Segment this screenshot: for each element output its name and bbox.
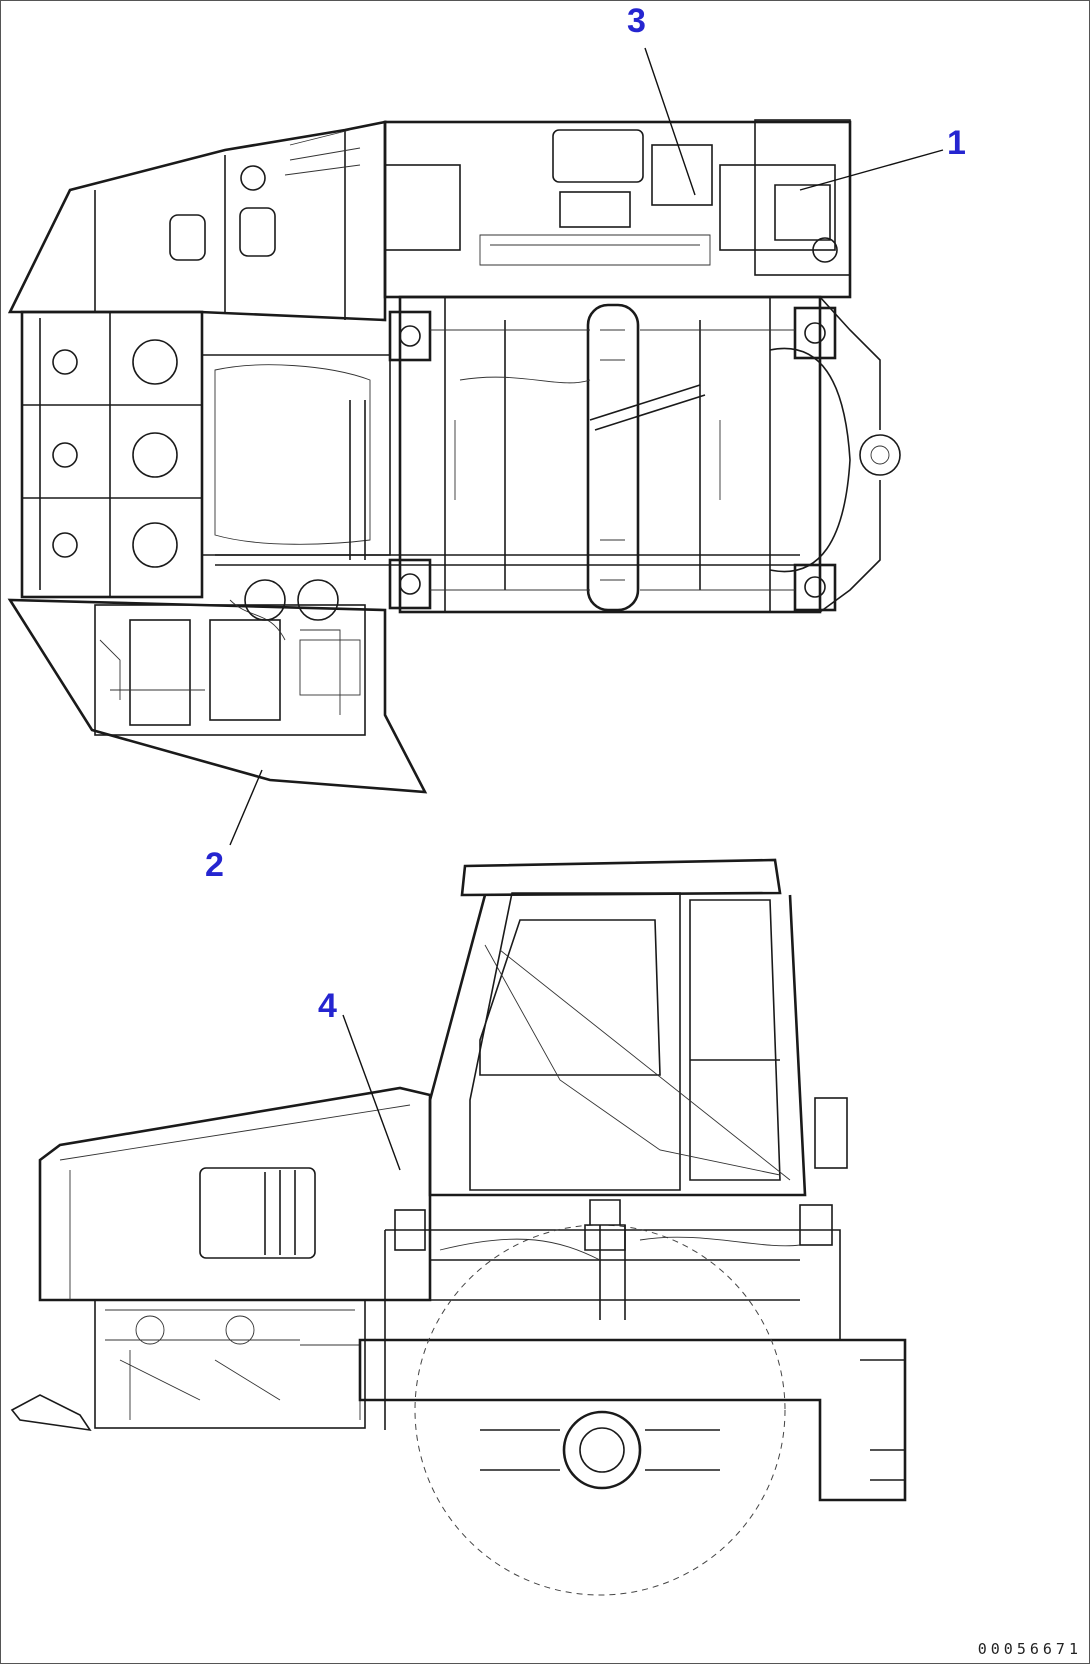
- rear-pull-hitch: [860, 1339, 905, 1481]
- rear-hitch: [859, 434, 901, 476]
- front-bumper-side: [10, 1394, 92, 1432]
- axle-hub: [562, 1410, 642, 1490]
- cab-strut: [484, 944, 791, 1181]
- deck-grille: [774, 184, 831, 241]
- radiator-core-1: [132, 339, 178, 385]
- motor-rear-left: [388, 558, 432, 610]
- deck-step: [384, 164, 461, 251]
- side-main-frame: [358, 1338, 907, 1502]
- callout-1: 1: [947, 124, 966, 162]
- hood-vent-left: [169, 214, 206, 261]
- battery-1: [129, 619, 191, 726]
- deck-box: [719, 164, 836, 251]
- callout-2: 2: [205, 846, 224, 884]
- side-upper-frame: [384, 1229, 841, 1430]
- rear-hitch-pin: [870, 445, 890, 465]
- deck-seat: [552, 129, 644, 183]
- deck-rail: [479, 234, 711, 266]
- battery-2: [209, 619, 281, 721]
- hydraulic-lines: [430, 329, 795, 591]
- engine-compartment: [94, 604, 366, 736]
- engine-part: [299, 639, 361, 696]
- radiator-core-6: [52, 532, 78, 558]
- side-hood: [38, 1086, 432, 1302]
- front-bumper: [7, 598, 428, 794]
- hood-vent-right: [239, 207, 276, 257]
- side-hood-lines: [59, 1104, 411, 1300]
- side-view: [10, 858, 907, 1596]
- center-frame-outline: [202, 354, 391, 556]
- side-motor: [584, 1199, 626, 1251]
- cab-frame: [428, 894, 807, 1197]
- hood-brace: [284, 129, 361, 176]
- deck-cap: [812, 237, 838, 263]
- motor-hub-3: [804, 322, 826, 344]
- side-hood-vent: [199, 1167, 316, 1259]
- leader-3: [644, 47, 696, 196]
- leader-4: [342, 1014, 401, 1171]
- hood-panel: [94, 130, 346, 320]
- drive-shaft: [215, 400, 800, 566]
- mirror: [814, 1097, 848, 1169]
- radiator-core-3: [132, 522, 178, 568]
- motor-rear-right: [793, 563, 837, 612]
- axle-hub-inner: [579, 1427, 625, 1473]
- radiator-core-4: [52, 349, 78, 375]
- pulley-2: [297, 579, 339, 621]
- side-motor-rear: [799, 1204, 833, 1246]
- rear-frame-rails: [444, 297, 771, 612]
- side-engine-part-1: [135, 1315, 165, 1345]
- leader-1: [799, 149, 944, 191]
- drive-chain: [586, 303, 640, 612]
- drive-chain-links: [600, 329, 625, 581]
- document-id: 00056671: [977, 1640, 1082, 1658]
- pulley-1: [244, 579, 286, 621]
- radiator-core-2: [132, 432, 178, 478]
- motor-hub-4: [804, 576, 826, 598]
- side-engine-bay: [94, 1299, 366, 1429]
- center-frame-detail: [214, 364, 371, 545]
- cab-door: [469, 892, 681, 1191]
- motor-hub-1: [399, 325, 421, 347]
- side-hood-louvers: [264, 1170, 296, 1255]
- side-hoses: [439, 1236, 801, 1261]
- rear-frame: [398, 295, 822, 614]
- radiator-divisions: [22, 312, 202, 597]
- operator-deck: [383, 120, 852, 299]
- side-subframe: [430, 1225, 800, 1320]
- motor-front-right: [793, 306, 837, 360]
- arm-link: [589, 384, 706, 431]
- cab-roof: [460, 858, 782, 897]
- rear-axle-housing: [769, 347, 851, 573]
- side-motor-front: [394, 1209, 426, 1251]
- side-engine-detail: [105, 1309, 361, 1420]
- axle-beam: [480, 1429, 720, 1471]
- radiator-core-5: [52, 442, 78, 468]
- deck-panel: [651, 144, 713, 206]
- motor-hub-2: [399, 573, 421, 595]
- cab-window: [479, 919, 661, 1076]
- deck-console: [559, 191, 631, 228]
- leader-2: [229, 769, 263, 846]
- hood-cap: [240, 165, 266, 191]
- hood-outline: [7, 120, 387, 322]
- deck-tank: [754, 119, 851, 276]
- cab-rear-window: [689, 899, 781, 1181]
- callout-4: 4: [318, 987, 337, 1025]
- radiator-block: [20, 310, 204, 599]
- motor-front-left: [388, 310, 432, 362]
- leader-lines: [229, 47, 944, 1171]
- side-engine-part-2: [225, 1315, 255, 1345]
- top-view: [7, 119, 901, 794]
- callout-3: 3: [627, 2, 646, 40]
- engine-wiring: [99, 599, 341, 715]
